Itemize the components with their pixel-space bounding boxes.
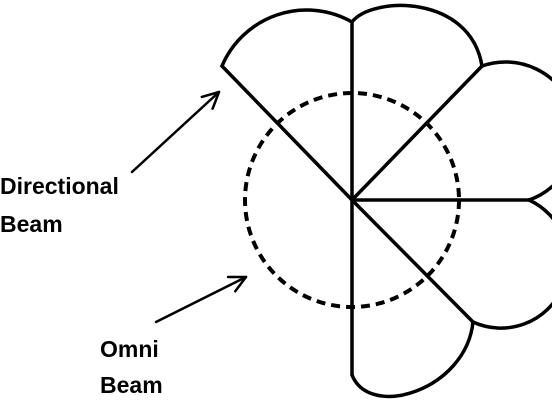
divider-upper-left xyxy=(220,64,354,202)
omni-beam-label-line2: Beam xyxy=(100,372,163,398)
lobe-top xyxy=(350,3,484,68)
divider-lower-right xyxy=(350,198,475,324)
lobe-right xyxy=(471,198,552,330)
omni-beam-label-line1: Omni xyxy=(100,336,159,362)
directional-beam-lobes xyxy=(220,3,552,399)
lobe-upper-right xyxy=(480,60,552,202)
directional-beam-arrow xyxy=(130,90,221,174)
directional-beam-label-line1: Directional xyxy=(0,173,119,199)
omni-beam-arrow xyxy=(154,275,248,324)
directional-beam-label-line2: Beam xyxy=(0,211,63,237)
lobe-lower-right xyxy=(350,320,475,399)
lobe-upper-left xyxy=(220,8,354,68)
divider-upper-right xyxy=(350,64,484,202)
sector-dividers xyxy=(220,20,531,377)
